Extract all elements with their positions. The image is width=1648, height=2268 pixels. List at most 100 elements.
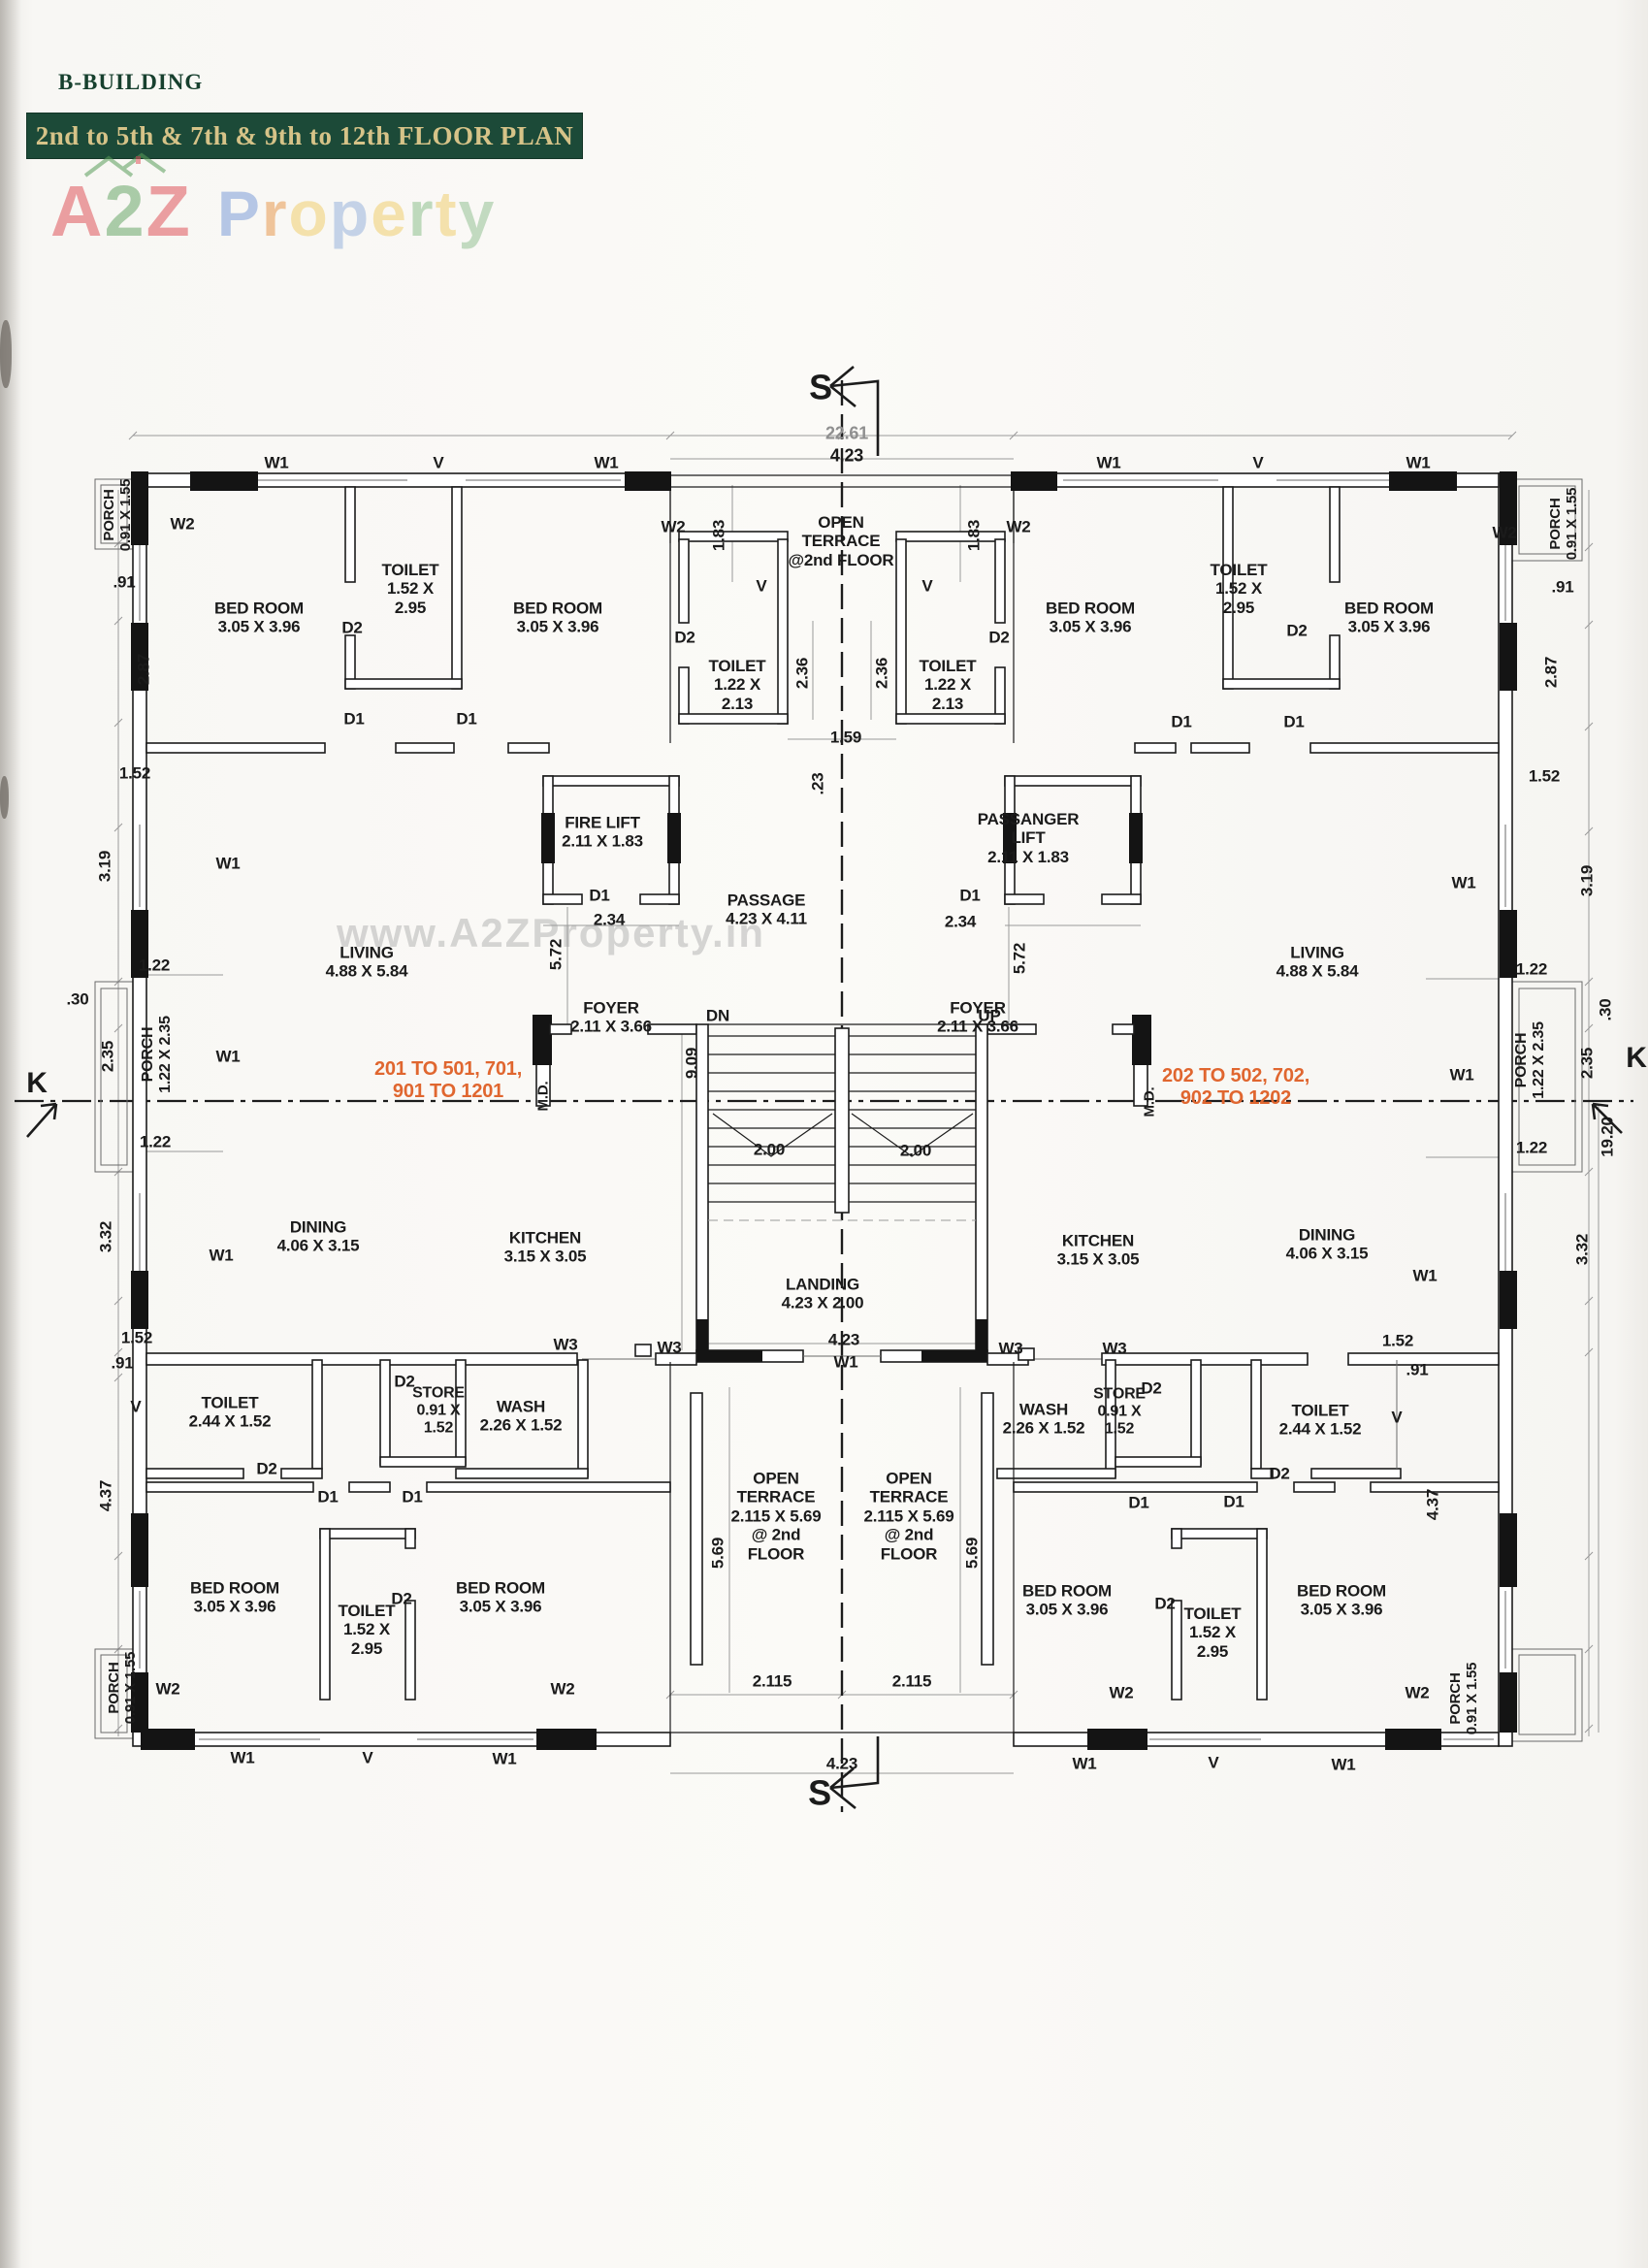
dim-423-bottom: 4.23: [825, 1754, 858, 1773]
room-bedroom-tr1: BED ROOM 3.05 X 3.96: [1344, 599, 1434, 636]
win-top-w1-c: W1: [1096, 453, 1121, 472]
dim-200-left: 2.00: [753, 1140, 786, 1159]
dim-423-landing: 4.23: [827, 1330, 860, 1349]
logo-letter-2: 2: [104, 171, 146, 251]
door-d1-tr2: D1: [1171, 712, 1192, 731]
door-d2-lowtoilet-right: D2: [1269, 1464, 1290, 1483]
porch-bottom-right: PORCH 0.91 X 1.55: [1446, 1662, 1480, 1735]
dim-234-left: 2.34: [593, 910, 626, 929]
logo-house-icon: [83, 152, 167, 178]
win-w1-leftwall-3: W1: [209, 1246, 234, 1265]
vent-top-b: V: [1252, 453, 1264, 472]
units-right: 202 TO 502, 702, 902 TO 1202: [1161, 1065, 1310, 1109]
door-d1-tl1: D1: [343, 709, 365, 729]
room-wash-left: WASH 2.26 X 1.52: [479, 1397, 563, 1435]
dim-287-right: 2.87: [1541, 656, 1561, 689]
room-bedroom-tr2: BED ROOM 3.05 X 3.96: [1046, 599, 1135, 636]
porch-top-right: PORCH 0.91 X 1.55: [1546, 487, 1580, 561]
win-w2-top-left: W2: [170, 514, 195, 534]
stair-up: UP: [978, 1006, 1001, 1025]
section-k-left: K: [26, 1066, 48, 1099]
door-d1-firelift: D1: [589, 886, 610, 905]
win-w3-left-2: W3: [657, 1338, 682, 1357]
dim-23: .23: [808, 772, 827, 795]
room-living-right: LIVING 4.88 X 5.84: [1276, 943, 1359, 981]
room-store-right: STORE 0.91 X 1.52: [1093, 1385, 1146, 1439]
win-w1-bot-left-1: W1: [230, 1748, 255, 1767]
dim-1920: 19.20: [1598, 1117, 1617, 1157]
vent-low-right: V: [1391, 1408, 1403, 1427]
dim-236-right: 2.36: [872, 657, 891, 690]
door-md-right: M.D.: [1141, 1086, 1158, 1118]
win-w1-bot-right-2: W1: [1072, 1754, 1097, 1773]
dim-200-right: 2.00: [899, 1141, 932, 1160]
door-d1-botright-2: D1: [1223, 1492, 1244, 1511]
room-bedroom-tl2: BED ROOM 3.05 X 3.96: [513, 599, 602, 636]
dim-235-right: 2.35: [1577, 1047, 1597, 1080]
win-w1-landing: W1: [833, 1352, 858, 1372]
room-toilet-low-left: TOILET 2.44 X 1.52: [188, 1393, 272, 1431]
win-w1-rightwall-3: W1: [1412, 1266, 1438, 1285]
logo-letter-t: t: [435, 178, 459, 249]
dim-152-low-left: 1.52: [120, 1328, 153, 1347]
vent-low-left: V: [130, 1397, 142, 1416]
door-d1-botleft-1: D1: [317, 1487, 339, 1507]
logo-letter-e: e: [371, 178, 408, 249]
win-w1-rightwall-1: W1: [1451, 873, 1476, 892]
win-w3-left-1: W3: [553, 1335, 578, 1354]
dim-332-left: 3.32: [96, 1220, 115, 1253]
vent-top-a: V: [433, 453, 444, 472]
dim-236-left: 2.36: [792, 657, 812, 690]
door-d1-passlift: D1: [959, 886, 981, 905]
vent-center-right: V: [921, 576, 933, 596]
dim-159: 1.59: [829, 728, 862, 747]
door-d1-tl2: D1: [456, 709, 477, 729]
room-kitchen-right: KITCHEN 3.15 X 3.05: [1056, 1231, 1140, 1269]
dim-overall-top: 22.61: [824, 423, 869, 443]
door-d2-lowtoilet-left: D2: [256, 1459, 277, 1478]
room-fire-lift: FIRE LIFT 2.11 X 1.83: [562, 813, 643, 851]
floor-plan-banner: 2nd to 5th & 7th & 9th to 12th FLOOR PLA…: [27, 113, 582, 158]
dim-91-top-right: .91: [1551, 577, 1574, 597]
win-w1-bot-left-2: W1: [492, 1749, 517, 1768]
section-k-right: K: [1626, 1041, 1647, 1074]
dim-122-right-2: 1.22: [1515, 1138, 1548, 1157]
porch-bottom-left: PORCH 0.91 X 1.55: [105, 1651, 139, 1725]
vent-center-left: V: [756, 576, 767, 596]
room-toilet-top-left: TOILET 1.52 X 2.95: [381, 560, 439, 617]
watermark-text: www.A2ZProperty.in: [336, 910, 766, 956]
dim-122-left-2: 1.22: [139, 1132, 172, 1151]
room-bedroom-tl1: BED ROOM 3.05 X 3.96: [214, 599, 304, 636]
door-d2-top-left: D2: [341, 618, 363, 637]
win-top-w1-a: W1: [264, 453, 289, 472]
dim-183-right: 1.83: [964, 519, 984, 552]
room-landing: LANDING 4.23 X 2.00: [781, 1275, 864, 1312]
win-w1-rightwall-2: W1: [1449, 1065, 1474, 1085]
floor-plan-banner-text: 2nd to 5th & 7th & 9th to 12th FLOOR PLA…: [35, 120, 574, 150]
dim-2115-right: 2.115: [891, 1671, 932, 1691]
logo-letter-A: A: [50, 171, 105, 251]
room-living-left: LIVING 4.88 X 5.84: [325, 943, 408, 981]
win-w2-top-right: W2: [1492, 523, 1517, 542]
dim-319-right: 3.19: [1577, 864, 1597, 897]
door-d2-bot-right: D2: [1154, 1594, 1176, 1613]
dim-234-right: 2.34: [944, 912, 977, 931]
dim-235-left: 2.35: [98, 1040, 117, 1073]
room-bedroom-bl2: BED ROOM 3.05 X 3.96: [456, 1578, 545, 1616]
win-w2-bot-right-1: W2: [1405, 1683, 1430, 1702]
win-w1-bot-right-1: W1: [1331, 1755, 1356, 1774]
door-d1-tr1: D1: [1283, 712, 1305, 731]
terrace-bottom-right: OPEN TERRACE 2.115 X 5.69 @ 2nd FLOOR: [863, 1469, 954, 1564]
dim-2115-left: 2.115: [752, 1671, 792, 1691]
logo-property: Property: [217, 177, 496, 250]
room-bedroom-br2: BED ROOM 3.05 X 3.96: [1022, 1581, 1112, 1619]
dim-569-left: 5.69: [708, 1537, 727, 1570]
door-d2-store-left: D2: [394, 1372, 415, 1391]
room-toilet-bot-left: TOILET 1.52 X 2.95: [338, 1601, 396, 1658]
dim-122-left-1: 1.22: [138, 956, 171, 975]
logo-letter-Z: Z: [145, 171, 192, 251]
room-foyer-left: FOYER 2.11 X 3.66: [570, 998, 652, 1036]
